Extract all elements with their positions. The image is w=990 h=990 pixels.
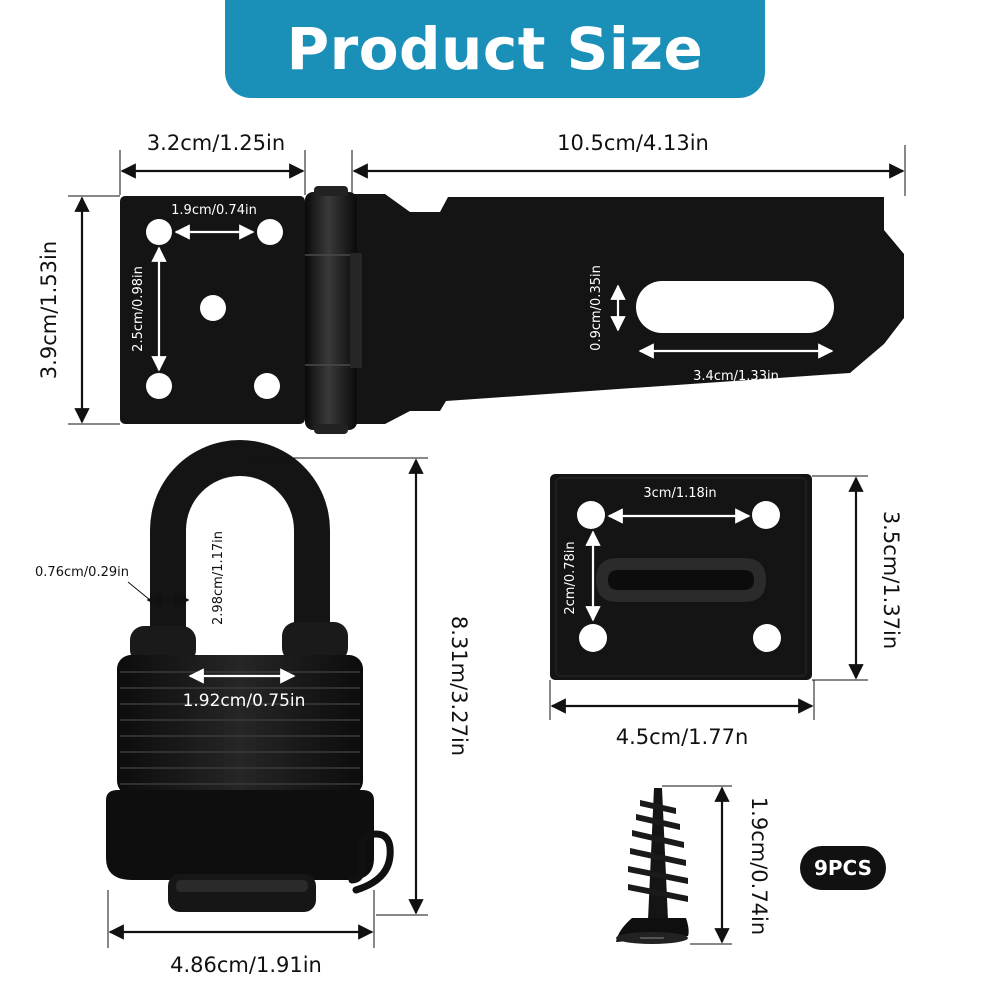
label-screw-length: 1.9cm/0.74in [747, 797, 771, 935]
hasp-hole [146, 373, 172, 399]
label-staple-width: 4.5cm/1.77n [616, 725, 749, 749]
padlock-keyhole-cover-strap [348, 830, 394, 894]
staple-hole [752, 501, 780, 529]
label-padlock-body-width: 4.86cm/1.91in [170, 953, 322, 977]
screw: 1.9cm/0.74in [616, 785, 771, 945]
padlock-shackle-collar-right [282, 622, 348, 662]
hasp: 3.2cm/1.25in 10.5cm/4.13in 3.9cm/1.53in … [37, 131, 906, 434]
label-staple-height: 3.5cm/1.37in [879, 511, 903, 649]
label-padlock-shackle-inner-width: 1.92cm/0.75in [183, 691, 306, 711]
page-title: Product Size [286, 15, 704, 83]
padlock-body-bottom [106, 790, 374, 880]
hasp-hinge-knuckle [305, 192, 357, 430]
quantity-label: 9PCS [813, 856, 873, 880]
staple-hole [579, 624, 607, 652]
label-staple-hole-spacing-v: 2cm/0.78in [563, 541, 578, 614]
label-hasp-plate-width: 3.2cm/1.25in [147, 131, 285, 155]
staple-hole [577, 501, 605, 529]
label-hasp-hole-spacing-h: 1.9cm/0.74in [171, 203, 257, 218]
label-hasp-slot-height: 0.9cm/0.35in [589, 265, 604, 351]
staple: 3cm/1.18in 2cm/0.78in 3.5cm/1.37in 4.5cm… [549, 474, 903, 749]
label-padlock-total-height: 8.31m/3.27in [447, 616, 471, 756]
hasp-hinge-pin-bottom [314, 424, 348, 434]
hasp-long-plate [352, 194, 904, 424]
hasp-hinge-inner [350, 253, 362, 368]
label-hasp-slot-length: 3.4cm/1.33in [693, 369, 779, 384]
label-padlock-shackle-inner-height: 2.98cm/1.17in [211, 531, 226, 625]
hasp-slot [636, 281, 834, 333]
hasp-hole [146, 219, 172, 245]
label-staple-hole-spacing-h: 3cm/1.18in [643, 486, 716, 501]
hasp-hole [257, 219, 283, 245]
hasp-hinge-pin-top [314, 186, 348, 196]
padlock-body-top [117, 655, 363, 795]
staple-hole [753, 624, 781, 652]
label-hasp-height: 3.9cm/1.53in [37, 241, 61, 379]
hasp-hole [200, 295, 226, 321]
label-hasp-hole-spacing-v: 2.5cm/0.98in [131, 266, 146, 352]
label-padlock-shackle-thickness: 0.76cm/0.29in [35, 565, 129, 580]
quantity-badge: 9PCS [800, 846, 886, 890]
label-hasp-total-length: 10.5cm/4.13in [557, 131, 709, 155]
hasp-hole [254, 373, 280, 399]
padlock-shackle [150, 440, 330, 650]
padlock: 0.76cm/0.29in 2.98cm/1.17in 1.92cm/0.75i… [35, 440, 471, 977]
padlock-shackle-collar-left [130, 626, 196, 664]
padlock-keyhole-cover [168, 874, 316, 912]
screw-thread [628, 800, 688, 902]
title-banner: Product Size [225, 0, 765, 98]
